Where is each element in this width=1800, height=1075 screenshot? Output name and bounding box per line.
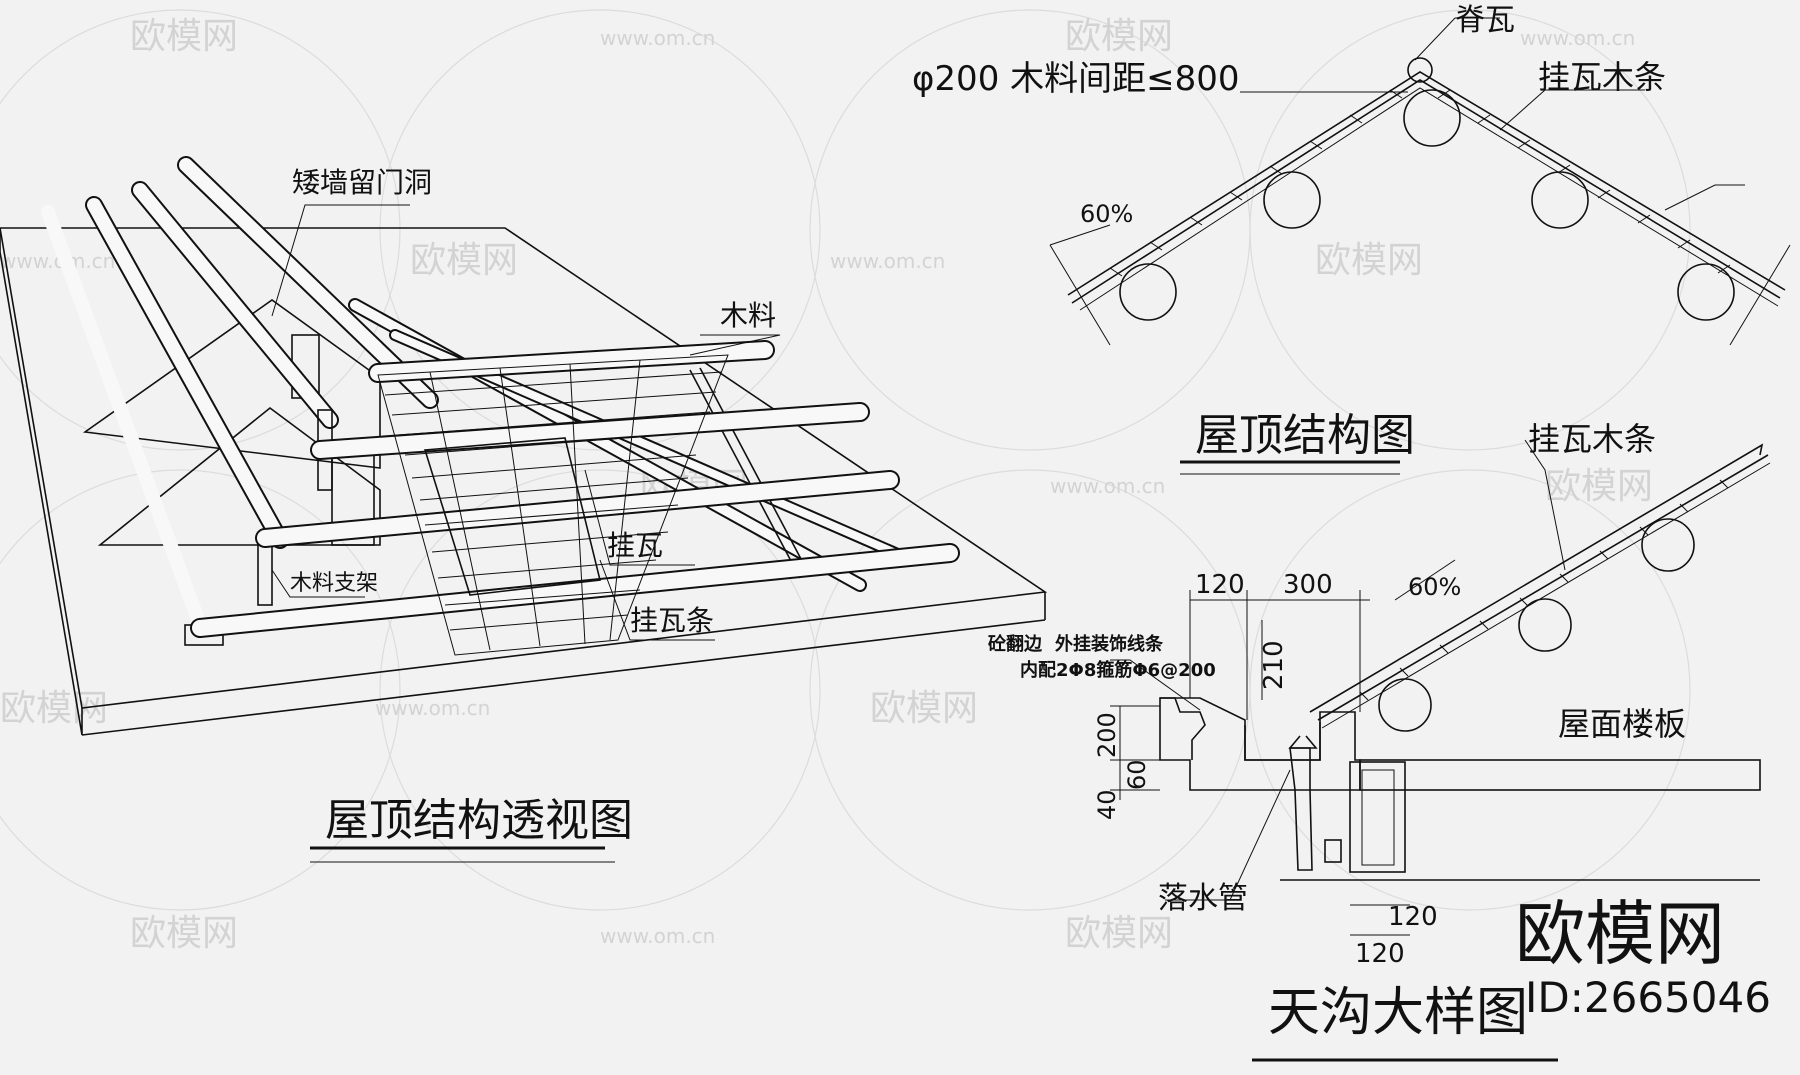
slope-label: 60% <box>1080 200 1133 228</box>
label-tile-batten: 挂瓦木条 <box>1538 58 1666 96</box>
watermark-brand: 欧模网 <box>1315 240 1423 281</box>
dim-120-top: 120 <box>1195 570 1245 600</box>
label-timber-spacing: φ200 木料间距≤800 <box>912 59 1240 99</box>
timber-logs <box>1378 518 1695 732</box>
tile-courses <box>1109 89 1731 277</box>
watermark-url: www.om.cn <box>600 26 715 50</box>
label-dwarf-wall: 矮墙留门洞 <box>292 166 432 199</box>
slab-edge <box>0 228 83 736</box>
watermark-brand: 欧模网 <box>1545 466 1653 507</box>
perspective-title: 屋顶结构透视图 <box>325 795 633 846</box>
roof-tile-patch <box>423 437 601 596</box>
watermark-brand: 欧模网 <box>0 688 108 729</box>
label-concrete-edge: 砼翻边 <box>988 633 1043 655</box>
label-decor-strip: 外挂装饰线条 <box>1055 633 1164 655</box>
dimension-lines <box>1110 590 1410 936</box>
watermark-url: www.om.cn <box>1050 474 1165 498</box>
dim-60: 60 <box>1123 759 1151 790</box>
label-tile-batten-detail: 挂瓦木条 <box>1528 420 1656 458</box>
watermark-url: www.om.cn <box>375 696 490 720</box>
dim-300: 300 <box>1283 570 1333 600</box>
ridge-tile-shape <box>1407 57 1433 83</box>
gutter-beam <box>1349 761 1406 873</box>
roof-section-title: 屋顶结构图 <box>1195 410 1415 461</box>
label-batten: 挂瓦条 <box>630 604 714 637</box>
dim-200: 200 <box>1093 712 1121 758</box>
dim-120-bottom-b: 120 <box>1355 939 1405 969</box>
watermark-brand: 欧模网 <box>1065 913 1173 954</box>
brand-logo: 欧模网 <box>1515 893 1725 975</box>
dim-40: 40 <box>1093 789 1121 820</box>
gutter-detail-title: 天沟大样图 <box>1268 983 1528 1043</box>
tile-batten-grid <box>377 354 729 656</box>
rafters <box>41 156 906 632</box>
dim-210: 210 <box>1259 640 1289 690</box>
watermark-url: www.om.cn <box>600 924 715 948</box>
watermark-brand: 欧模网 <box>130 16 238 57</box>
perspective-view: 矮墙留门洞 木料 挂瓦 挂瓦条 木料支架 屋顶结构透视图 <box>0 156 1048 863</box>
watermark-url: www.om.cn <box>830 249 945 273</box>
label-roof-slab: 屋面楼板 <box>1558 705 1686 743</box>
tile-courses <box>1359 479 1729 701</box>
brand-mark: 欧模网 ID:2665046 <box>1515 893 1771 1022</box>
slab-edge <box>81 619 1046 736</box>
slope-label-detail: 60% <box>1408 573 1461 601</box>
perspective-leaders <box>271 204 781 641</box>
watermark-arcs <box>0 9 1691 911</box>
roof-slab <box>1359 759 1761 791</box>
watermark-brand: 欧模网 <box>130 913 238 954</box>
brand-id: ID:2665046 <box>1525 973 1771 1022</box>
label-ridge-tile: 脊瓦 <box>1455 3 1515 38</box>
gutter-detail: 120 300 210 200 60 40 120 120 挂瓦木条 60% 屋… <box>988 420 1771 1062</box>
timber-logs <box>1119 89 1735 321</box>
watermark-url: www.om.cn <box>1520 26 1635 50</box>
label-downpipe: 落水管 <box>1158 881 1248 916</box>
dim-120-bottom-a: 120 <box>1388 902 1438 932</box>
label-rebar: 内配2Φ8箍筋Φ6@200 <box>1020 659 1216 681</box>
label-tile: 挂瓦 <box>607 529 663 562</box>
watermark-brand: 欧模网 <box>870 688 978 729</box>
label-timber: 木料 <box>720 299 776 332</box>
label-timber-frame: 木料支架 <box>290 571 378 596</box>
downpipe <box>1289 747 1313 871</box>
watermark-brand: 欧模网 <box>1065 16 1173 57</box>
watermark-brand: 欧模网 <box>410 240 518 281</box>
roof-section: 60% 脊瓦 φ200 木料间距≤800 挂瓦木条 屋顶结构图 <box>912 3 1791 475</box>
